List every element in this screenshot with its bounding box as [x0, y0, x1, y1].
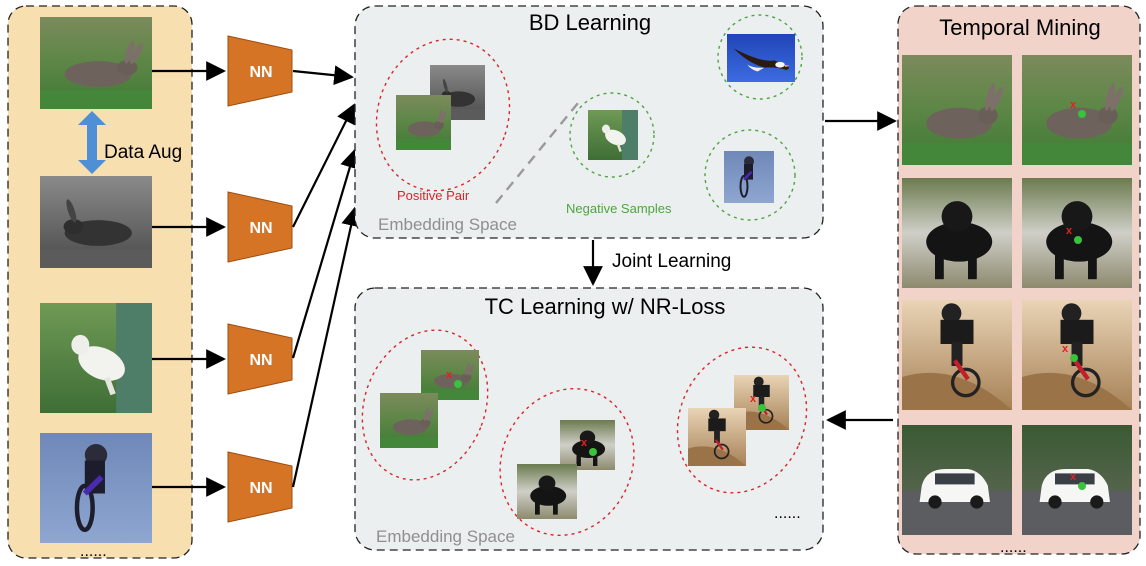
left-ellipsis: ......	[80, 543, 107, 560]
bmx-rider-photo	[40, 433, 152, 543]
eagle-photo	[727, 34, 795, 82]
negative-sample-cluster	[569, 92, 655, 178]
temporal-panel-title: Temporal Mining	[939, 15, 1100, 40]
left-panel: Data Aug ......	[7, 5, 193, 560]
rabbit-photo	[396, 95, 451, 150]
temporal-ellipsis: ......	[1000, 539, 1027, 556]
encoder-2: NN	[227, 191, 293, 263]
tc-panel-title: TC Learning w/ NR-Loss	[485, 294, 726, 319]
encoder-label: NN	[249, 480, 272, 497]
positive-pair-cluster	[361, 329, 489, 481]
input-arrows	[152, 61, 226, 497]
rabbit-photo	[40, 17, 152, 109]
black-dog-frame-photo	[560, 420, 615, 470]
decision-boundary	[495, 102, 579, 204]
encoder-label: NN	[249, 64, 272, 81]
bd-learning-panel: BD Learning Positive Pair Negative Sampl…	[354, 5, 824, 239]
bmx-rider-photo	[722, 149, 776, 205]
bd-embedding-space-label: Embedding Space	[378, 215, 517, 234]
positive-pair-cluster	[676, 346, 808, 494]
flow-arrows	[825, 111, 897, 430]
encoder-to-bd-arrows	[291, 65, 361, 488]
black-dog-frame-photo	[517, 464, 577, 519]
positive-pair-label: Positive Pair	[397, 188, 470, 203]
bmx-frame-photo	[686, 406, 748, 468]
joint-learning-arrow: Joint Learning	[583, 240, 731, 286]
positive-pair-cluster	[499, 387, 635, 537]
goat-photo	[40, 303, 152, 413]
encoder-label: NN	[249, 220, 272, 237]
rabbit-grayscale-photo	[40, 176, 152, 268]
double-arrow-icon	[78, 111, 106, 174]
negative-samples-label: Negative Samples	[566, 201, 672, 216]
negative-sample-cluster	[717, 14, 803, 100]
encoder-3: NN	[227, 323, 293, 395]
encoder-1: NN	[227, 35, 293, 107]
tc-ellipsis: ......	[774, 505, 801, 522]
rabbit-frame-photo	[380, 393, 438, 448]
tc-learning-panel: TC Learning w/ NR-Loss ...... Embedding …	[354, 287, 824, 551]
joint-learning-label: Joint Learning	[612, 251, 731, 272]
temporal-mining-panel: Temporal Mining ......	[897, 5, 1141, 556]
tc-embedding-space-label: Embedding Space	[376, 527, 515, 546]
data-aug-label: Data Aug	[104, 142, 182, 163]
left-panel-frame	[7, 5, 193, 559]
bd-panel-title: BD Learning	[529, 10, 651, 35]
negative-sample-cluster	[704, 129, 796, 221]
encoder-label: NN	[249, 352, 272, 369]
encoder-4: NN	[227, 451, 293, 523]
positive-pair-cluster	[375, 38, 511, 192]
goat-photo	[588, 110, 638, 160]
